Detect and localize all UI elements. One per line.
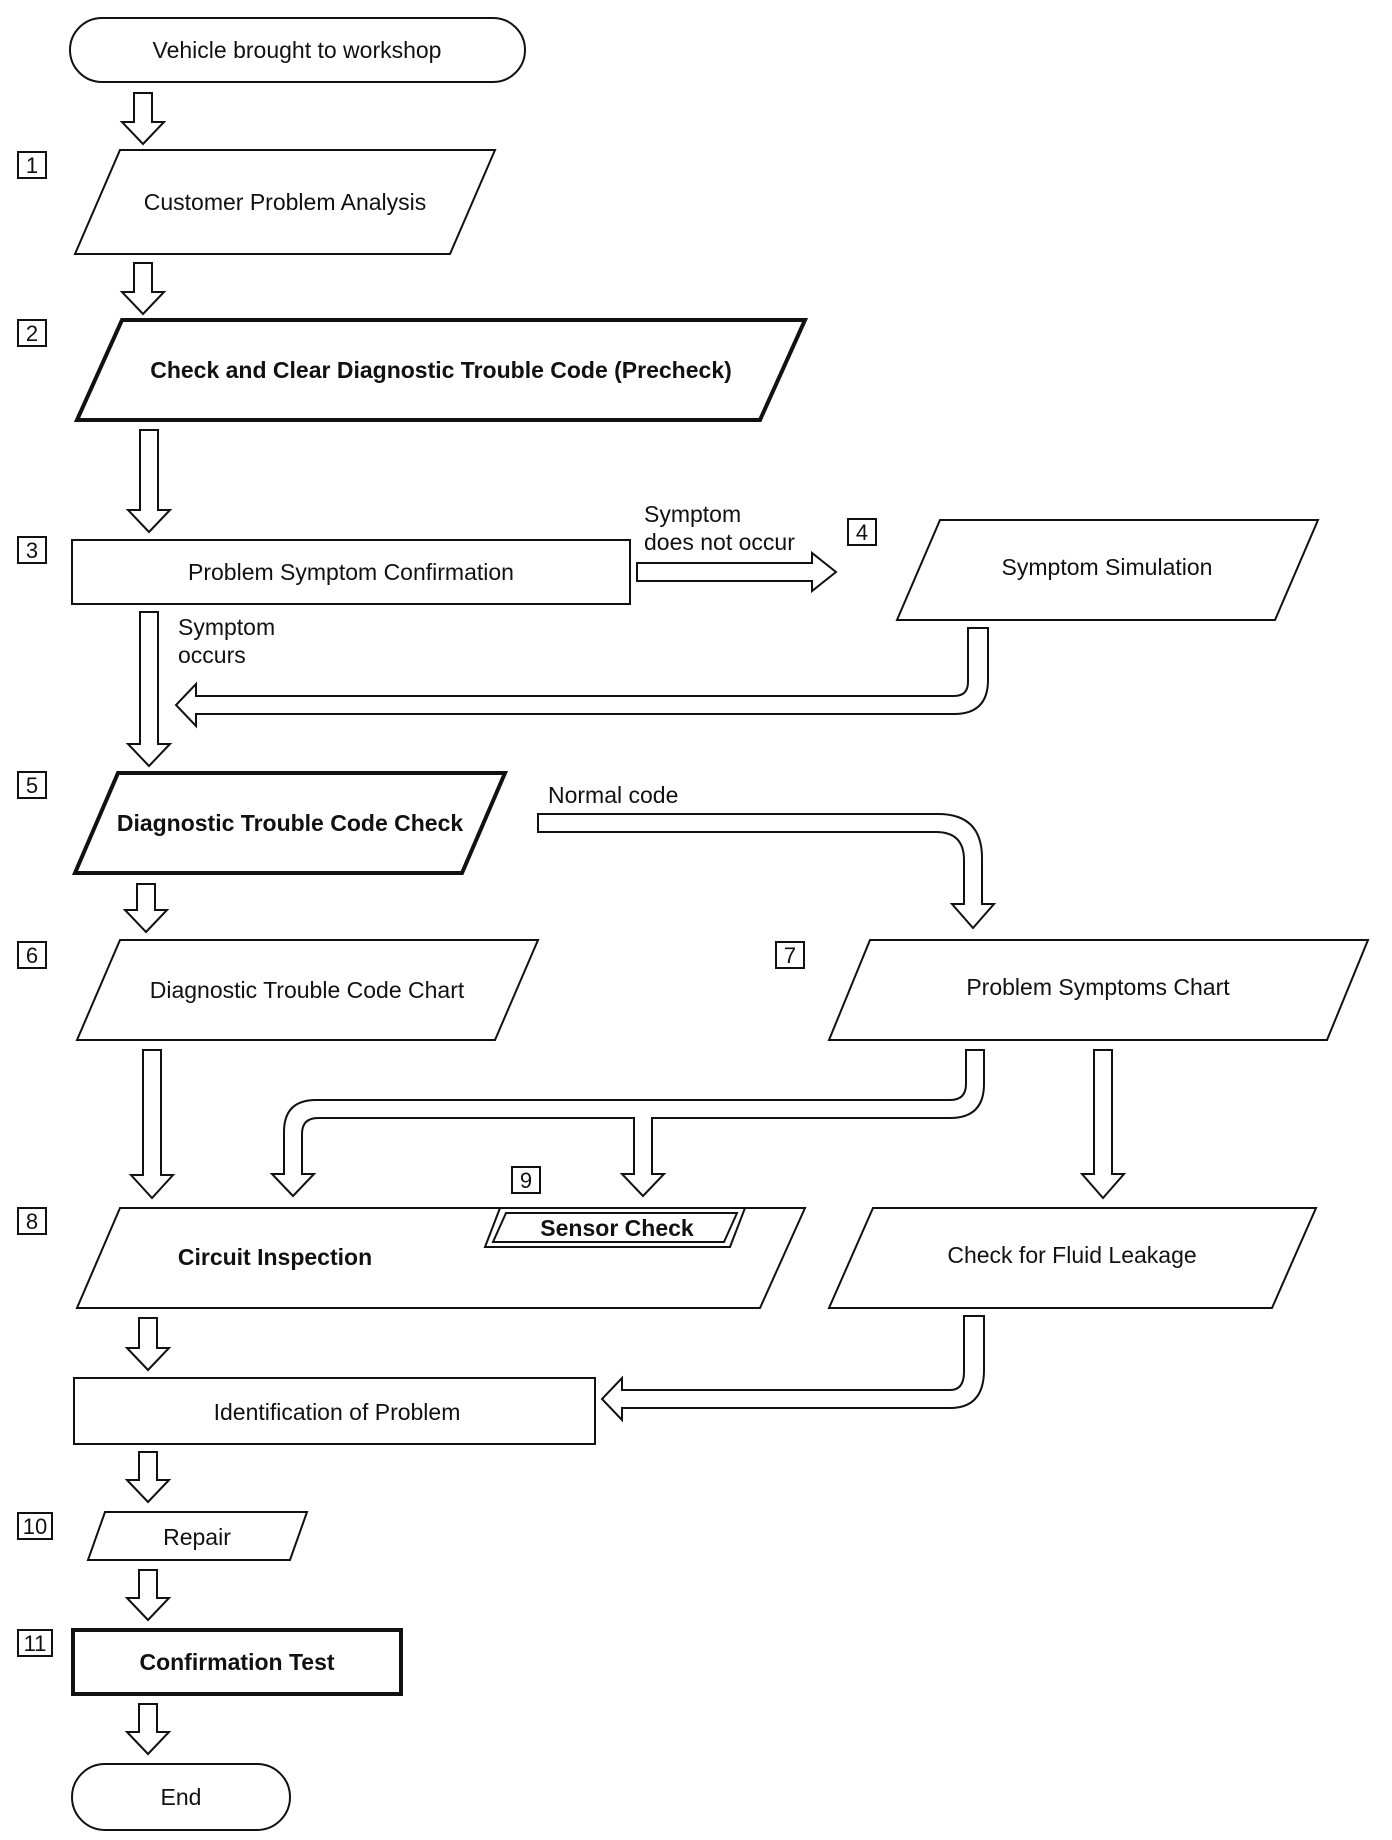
edge-label-occurs-line2: occurs [178, 642, 246, 668]
fluid-leakage-node: Check for Fluid Leakage [827, 1207, 1318, 1309]
arrow-identification-to-repair [124, 1451, 172, 1504]
arrow-circuit-to-identification [124, 1317, 172, 1372]
step-number-6: 6 [17, 941, 47, 969]
arrow-dtc-check-to-dtc-chart [122, 883, 170, 934]
arrow-symptoms-chart-to-circuit-and-sensor [269, 1049, 985, 1198]
identification-node: Identification of Problem [73, 1377, 596, 1445]
symptoms-chart-label: Problem Symptoms Chart [966, 974, 1230, 1000]
step-number-6-text: 6 [26, 943, 38, 968]
confirmation-test-node: Confirmation Test [71, 1628, 403, 1696]
arrow-start-to-analysis [119, 92, 167, 146]
step-number-3-text: 3 [26, 538, 38, 563]
step-number-7: 7 [775, 941, 805, 969]
sensor-check-node: Sensor Check [483, 1207, 747, 1248]
end-node-label: End [161, 1784, 202, 1810]
arrow-precheck-to-confirmation [125, 429, 173, 534]
arrow-simulation-to-dtc-check [174, 627, 989, 729]
edge-label-not-occur-line2: does not occur [644, 529, 795, 555]
arrow-analysis-to-precheck [119, 262, 167, 316]
step-number-5: 5 [17, 771, 47, 799]
arrow-confirmation-to-dtc-check [125, 611, 173, 768]
sensor-check-label: Sensor Check [540, 1215, 694, 1241]
symptom-confirmation-label: Problem Symptom Confirmation [188, 559, 514, 585]
step-number-7-text: 7 [784, 943, 796, 968]
symptom-simulation-label: Symptom Simulation [1002, 554, 1213, 580]
arrow-confirmation-to-simulation [636, 550, 838, 594]
step-number-10: 10 [17, 1512, 53, 1540]
dtc-check-label: Diagnostic Trouble Code Check [117, 810, 464, 836]
dtc-check-node: Diagnostic Trouble Code Check [71, 771, 509, 875]
customer-analysis-node: Customer Problem Analysis [73, 149, 497, 255]
step-number-9-text: 9 [520, 1168, 532, 1193]
symptom-confirmation-node: Problem Symptom Confirmation [71, 539, 631, 605]
edge-label-normal-code: Normal code [548, 782, 678, 808]
step-number-5-text: 5 [26, 773, 38, 798]
step-number-4: 4 [847, 518, 877, 546]
arrow-confirmation-test-to-end [124, 1703, 172, 1756]
check-clear-dtc-label: Check and Clear Diagnostic Trouble Code … [150, 357, 732, 383]
confirmation-test-label: Confirmation Test [139, 1649, 334, 1675]
identification-label: Identification of Problem [214, 1399, 461, 1425]
start-node-label: Vehicle brought to workshop [153, 37, 442, 63]
step-number-2: 2 [17, 319, 47, 347]
step-number-10-text: 10 [23, 1514, 47, 1539]
end-node: End [71, 1763, 291, 1831]
dtc-chart-node: Diagnostic Trouble Code Chart [75, 939, 540, 1041]
arrow-dtc-check-to-symptoms-chart [537, 813, 997, 930]
step-number-4-text: 4 [856, 520, 868, 545]
arrow-fluid-leakage-to-identification [600, 1315, 985, 1423]
step-number-9: 9 [511, 1166, 541, 1194]
dtc-chart-label: Diagnostic Trouble Code Chart [150, 977, 465, 1003]
symptom-simulation-node: Symptom Simulation [895, 519, 1320, 621]
repair-label: Repair [163, 1524, 231, 1550]
arrow-dtc-chart-to-circuit [128, 1049, 176, 1200]
step-number-8: 8 [17, 1207, 47, 1235]
step-number-1-text: 1 [26, 153, 38, 178]
circuit-inspection-label: Circuit Inspection [178, 1244, 372, 1270]
check-clear-dtc-node: Check and Clear Diagnostic Trouble Code … [73, 318, 809, 422]
step-number-11: 11 [17, 1629, 53, 1657]
fluid-leakage-label: Check for Fluid Leakage [947, 1242, 1196, 1268]
symptoms-chart-node: Problem Symptoms Chart [827, 939, 1370, 1041]
step-number-3: 3 [17, 536, 47, 564]
step-number-1: 1 [17, 151, 47, 179]
start-node: Vehicle brought to workshop [69, 17, 526, 83]
step-number-2-text: 2 [26, 321, 38, 346]
edge-label-not-occur-line1: Symptom [644, 501, 741, 527]
edge-label-occurs-line1: Symptom [178, 614, 275, 640]
step-number-11-text: 11 [24, 1631, 47, 1656]
repair-node: Repair [86, 1511, 309, 1561]
arrow-repair-to-confirmation-test [124, 1569, 172, 1622]
arrow-symptoms-chart-to-fluid-leakage [1079, 1049, 1127, 1200]
customer-analysis-label: Customer Problem Analysis [144, 189, 427, 215]
step-number-8-text: 8 [26, 1209, 38, 1234]
